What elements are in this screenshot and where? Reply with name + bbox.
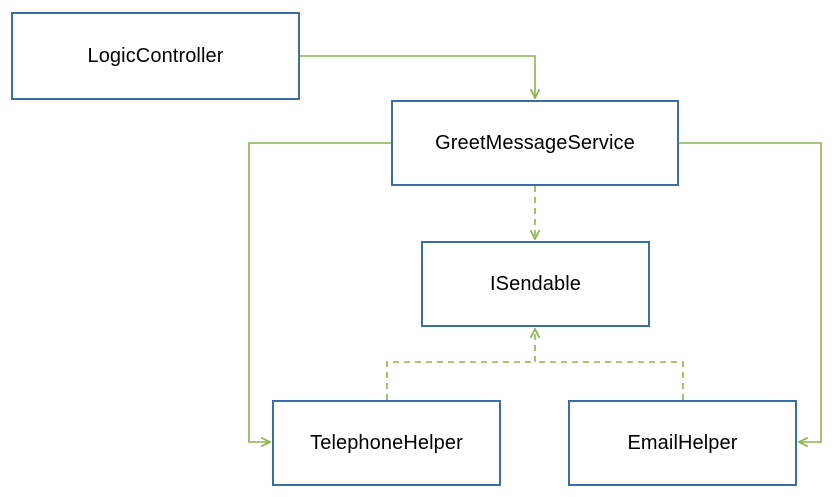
edge-logiccontroller-to-greetmessageservice — [300, 55, 535, 98]
node-telephonehelper-label: TelephoneHelper — [310, 431, 463, 454]
edge-telephonehelper-to-isendable — [386, 361, 535, 400]
node-emailhelper: EmailHelper — [568, 400, 797, 486]
node-telephonehelper: TelephoneHelper — [272, 400, 501, 486]
node-emailhelper-label: EmailHelper — [627, 431, 738, 454]
node-greetmessageservice-label: GreetMessageService — [435, 131, 635, 154]
node-isendable: ISendable — [421, 241, 650, 327]
edge-greetmessageservice-to-telephonehelper — [248, 142, 391, 442]
node-isendable-label: ISendable — [490, 272, 581, 295]
edge-greetmessageservice-to-emailhelper — [679, 142, 822, 442]
node-logiccontroller: LogicController — [11, 12, 300, 100]
node-greetmessageservice: GreetMessageService — [391, 100, 679, 186]
edge-emailhelper-to-isendable — [535, 361, 684, 400]
node-logiccontroller-label: LogicController — [87, 44, 224, 67]
